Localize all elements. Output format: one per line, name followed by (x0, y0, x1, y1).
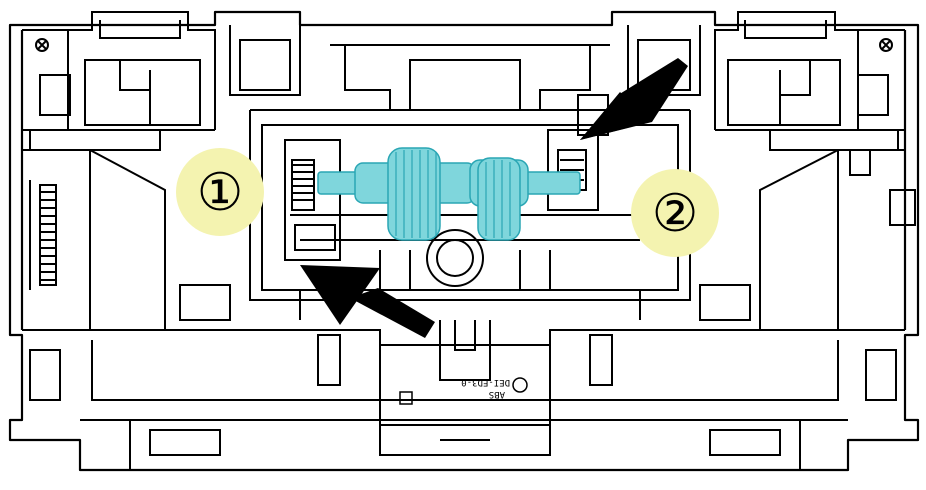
stamp-line-1: ABS (489, 389, 505, 399)
right-side-column (759, 149, 916, 331)
step-badge-1: ① (176, 148, 264, 236)
bearing-ring (426, 229, 484, 287)
left-gear-icon (39, 184, 57, 286)
stamp-line-2: DEI-ED3-0 (461, 377, 510, 387)
arrow-icon (580, 58, 688, 140)
arrow-icon (300, 265, 435, 338)
step-badge-1-label: ① (197, 163, 244, 223)
step-badge-2-label: ② (652, 184, 699, 244)
step-badge-2: ② (631, 169, 719, 257)
part-stamp: ABS DEI-ED3-0 (399, 377, 528, 405)
lower-platform (29, 284, 897, 470)
left-upper-frame (22, 11, 216, 151)
left-roller-bracket (284, 139, 341, 261)
pick-roller (317, 147, 581, 241)
right-upper-frame (714, 11, 905, 151)
